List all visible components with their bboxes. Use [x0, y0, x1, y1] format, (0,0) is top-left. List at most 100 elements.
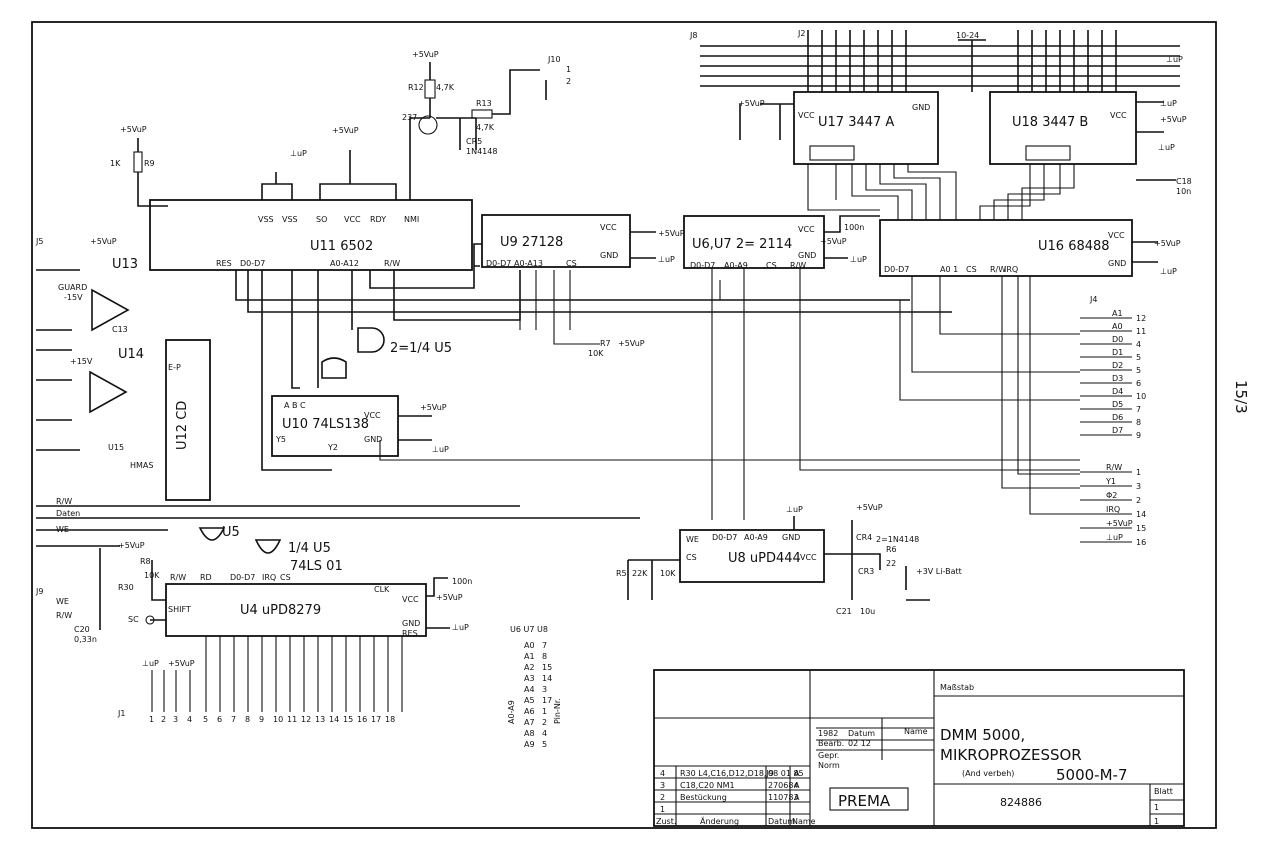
chip-u67 [683, 215, 825, 269]
title-maker: PREMA [838, 792, 891, 810]
j1-vcc: +5VuP [168, 659, 195, 668]
j4-ctrl-number: 15 [1136, 524, 1146, 533]
u4-irq: IRQ [262, 573, 276, 582]
u17-gnd: GND [912, 103, 930, 112]
left-bus-lines [36, 505, 640, 547]
table-pin: 17 [542, 696, 552, 705]
u18-pinrange: 10-24 [956, 31, 979, 40]
j4-pin-number: 10 [1136, 392, 1146, 401]
j1-pin-number: 6 [217, 715, 222, 724]
u11-d0d7: D0-D7 [240, 259, 265, 268]
j1-pin-number: 16 [357, 715, 367, 724]
cr4-label: CR4 [856, 533, 872, 542]
j4-pin-name: A0 [1112, 322, 1123, 331]
u9-vcc-supply: +5VuP [658, 229, 685, 238]
u14-amp [89, 370, 128, 414]
j4-ctrl-name: +5VuP [1106, 519, 1133, 528]
table-addr: A1 [524, 652, 535, 661]
j4-pin-name: D5 [1112, 400, 1123, 409]
battery-label: +3V Li-Batt [916, 567, 962, 576]
rev-name: Name [792, 817, 816, 826]
table-addr: A8 [524, 729, 535, 738]
table-side-right: Pin-Nr. [553, 698, 562, 724]
j5-label: J5 [35, 237, 43, 246]
title-sheet-total: 1 [1154, 817, 1159, 826]
j1-pin-number: 7 [231, 715, 236, 724]
rev-text: R30 L4,C16,D12,D18,J9 [680, 769, 774, 778]
table-addr: A4 [524, 685, 535, 694]
battery-wire [905, 566, 930, 601]
j1-pin-number: 14 [329, 715, 339, 724]
u13-vcc: +5VuP [90, 237, 117, 246]
u11-rw: R/W [384, 259, 400, 268]
j9-wires [99, 548, 166, 630]
u18-gnd2: ⊥uP [1158, 143, 1175, 152]
u8-power [793, 516, 881, 600]
r8-supply: +5VuP [118, 541, 145, 550]
j1-pin-number: 5 [203, 715, 208, 724]
j1-pin-number: 15 [343, 715, 353, 724]
j4-pin-name: D6 [1112, 413, 1123, 422]
j4-pin-number: 8 [1136, 418, 1141, 427]
u4-gnd: GND [402, 619, 420, 628]
u10-vcc-supply: +5VuP [420, 403, 447, 412]
table-pin: 3 [542, 685, 547, 694]
title-bearb: Bearb. [818, 739, 844, 748]
u11-gnd: ⊥uP [290, 149, 307, 158]
chip-u4-label: U4 uPD8279 [240, 603, 321, 618]
u17-top-bus [807, 30, 907, 92]
table-addr: A7 [524, 718, 535, 727]
chip-u18 [989, 91, 1137, 165]
j4-pin-number: 9 [1136, 431, 1141, 440]
r7-supply: +5VuP [618, 339, 645, 348]
table-addr: A2 [524, 663, 535, 672]
guard-label: GUARD [58, 283, 87, 292]
table-addr: A6 [524, 707, 535, 716]
j1-label: J1 [117, 709, 125, 718]
j8-bus [700, 45, 1180, 87]
page-number: 15/3 [1232, 380, 1250, 414]
j4-pin-name: D2 [1112, 361, 1123, 370]
j4-ctrl-number: 2 [1136, 496, 1141, 505]
c18-value: 10n [1176, 187, 1191, 196]
title-mark: Maßstab [940, 683, 974, 692]
sc-label: SC [128, 615, 139, 624]
j4-pin-name: D0 [1112, 335, 1123, 344]
c20-label: C20 [74, 625, 90, 634]
c20-value: 0,33n [74, 635, 97, 644]
r13 [471, 109, 493, 119]
u9-cs: CS [566, 259, 577, 268]
j1-pin-number: 12 [301, 715, 311, 724]
u5-gate-d-label: 1/4 U5 [288, 541, 331, 556]
table-side-left: A0-A9 [507, 700, 516, 724]
rev-text: Bestückung [680, 793, 727, 802]
sc-pad [145, 615, 155, 625]
j4-pin-number: 5 [1136, 366, 1141, 375]
chip-u18-label: U18 3447 B [1012, 115, 1088, 130]
j10-wire [492, 69, 547, 115]
driver-to-gpib [807, 164, 1075, 220]
u4-to-j1 [205, 636, 403, 712]
u11-nmi: NMI [404, 215, 419, 224]
u9-a0a13: A0-A13 [514, 259, 543, 268]
r6-label: R6 [886, 545, 897, 554]
cr5-label: CR5 [466, 137, 482, 146]
u16-d0d7: D0-D7 [884, 265, 909, 274]
u11-so: SO [316, 215, 327, 224]
chip-u11 [149, 199, 473, 271]
u12-ep: E-P [168, 363, 181, 372]
r7-label: R7 [600, 339, 611, 348]
j2-label: J2 [797, 29, 805, 38]
title-doc: 5000-M-7 [1056, 766, 1127, 784]
title-line2: MIKROPROZESSOR [940, 746, 1082, 764]
title-gepr: Gepr. [818, 751, 839, 760]
u4-cs: CS [280, 573, 291, 582]
u16-cs: CS [966, 265, 977, 274]
u10-y2: Y2 [327, 443, 338, 452]
j4-pin-number: 12 [1136, 314, 1146, 323]
chip-u67-label: U6,U7 2= 2114 [692, 237, 792, 252]
j1-pin-number: 2 [161, 715, 166, 724]
u5-gate-d [254, 539, 282, 554]
